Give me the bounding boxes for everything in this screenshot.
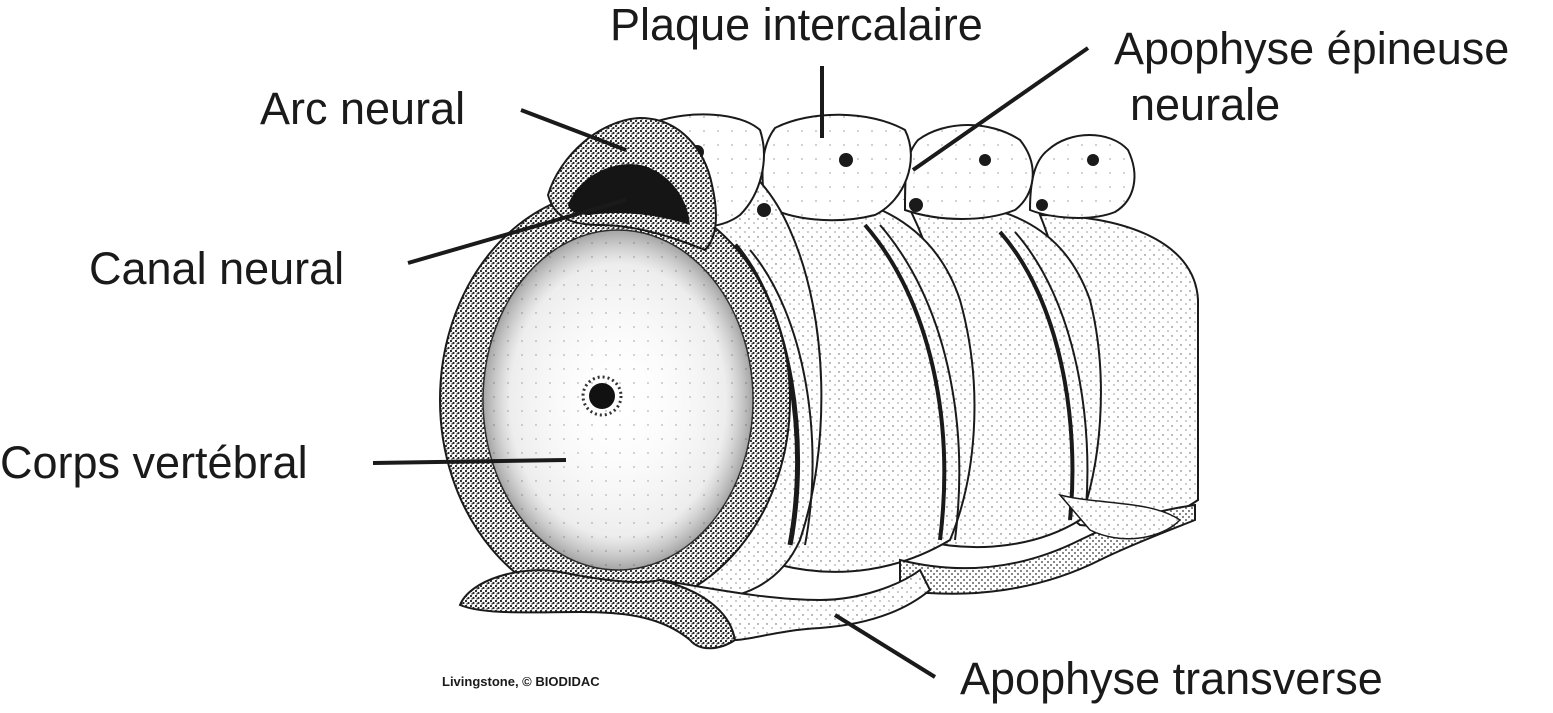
credit-text: Livingstone, © BIODIDAC xyxy=(442,674,600,689)
leader-lines xyxy=(372,46,1090,679)
leader-apophyse-epineuse xyxy=(911,46,1090,172)
transverse-process-back xyxy=(899,493,1196,595)
label-arc-neural: Arc neural xyxy=(260,83,466,134)
leader-canal-neural xyxy=(407,198,627,265)
label-apophyse-epineuse-line1: Apophyse épineuse xyxy=(1114,23,1510,74)
label-apophyse-epineuse-line2: neurale xyxy=(1130,79,1281,130)
vertebra-segment-2 xyxy=(761,113,976,573)
leader-apophyse-transverse xyxy=(833,613,937,679)
leader-corps-vertebral xyxy=(372,458,567,465)
label-canal-neural: Canal neural xyxy=(89,243,345,294)
vertebra-front xyxy=(439,113,932,650)
label-apophyse-transverse: Apophyse transverse xyxy=(960,653,1383,704)
leader-arc-neural xyxy=(520,108,627,152)
label-corps-vertebral: Corps vertébral xyxy=(0,437,308,488)
label-plaque-intercalaire: Plaque intercalaire xyxy=(610,0,983,50)
